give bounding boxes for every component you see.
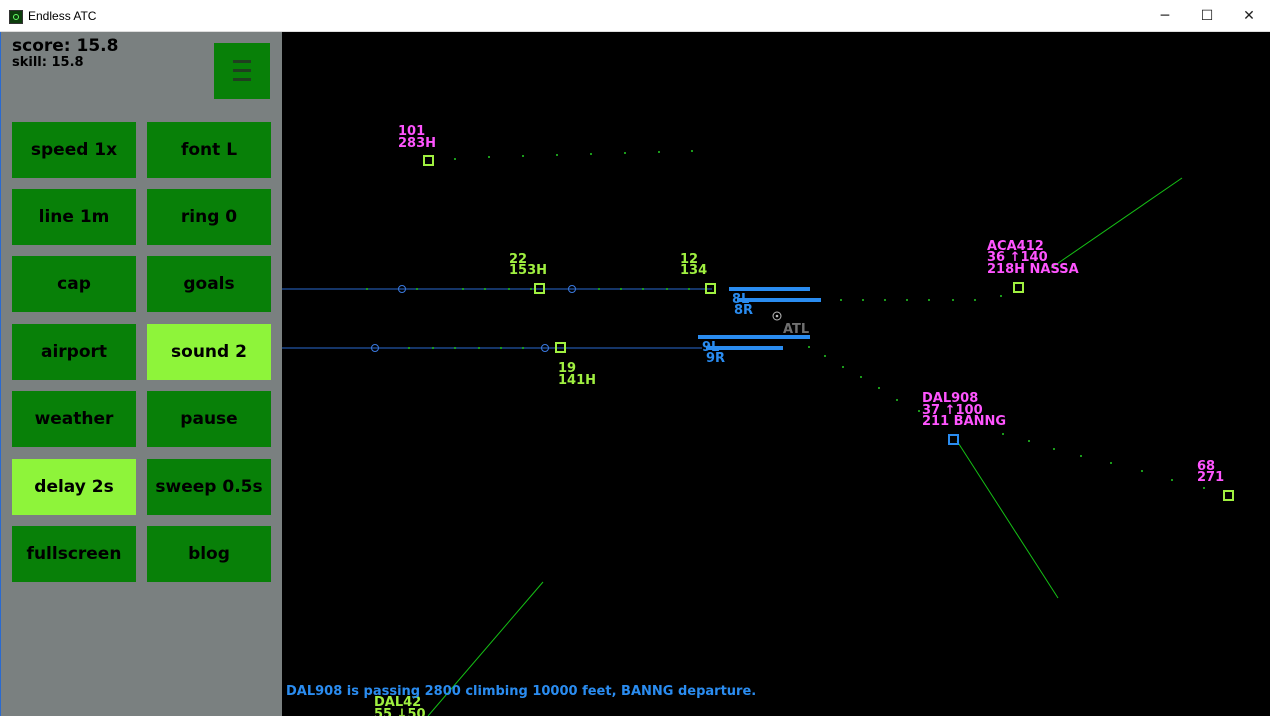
aircraft-19-target[interactable] — [555, 342, 566, 353]
dal908-heading-line — [956, 440, 1059, 599]
aircraft-12-target[interactable] — [705, 283, 716, 294]
aircraft-22-label-line2: 153H — [509, 263, 547, 278]
aircraft-101-target[interactable] — [423, 155, 434, 166]
airport-beacon-icon — [772, 311, 782, 321]
cap-button[interactable]: cap — [12, 256, 136, 312]
aircraft-101-label-line1: 101 — [398, 124, 425, 139]
airport-label: ATL — [783, 322, 809, 337]
sound-button[interactable]: sound 2 — [147, 324, 271, 380]
radar-scope[interactable]: 8L 8R 9L 9R ATL 101 283H 22 153H 12 134 … — [282, 32, 1270, 716]
speed-button[interactable]: speed 1x — [12, 122, 136, 178]
aircraft-19-label-line2: 141H — [558, 373, 596, 388]
aca412-heading-line — [1050, 177, 1183, 269]
aircraft-aca412-label-line3: 218H NASSA — [987, 262, 1079, 277]
close-button[interactable]: ✕ — [1243, 8, 1255, 24]
aircraft-22-target[interactable] — [534, 283, 545, 294]
aircraft-12-label-line2: 134 — [680, 263, 707, 278]
approach-fix-marker — [371, 344, 379, 352]
approach-fix-marker — [541, 344, 549, 352]
aircraft-dal908-label-line2: 37 ↑100 — [922, 403, 983, 418]
status-message: DAL908 is passing 2800 climbing 10000 fe… — [286, 684, 756, 699]
weather-button[interactable]: weather — [12, 391, 136, 447]
aircraft-aca412-label-line2: 36 ↑140 — [987, 250, 1048, 265]
aircraft-aca412-target[interactable] — [1013, 282, 1024, 293]
skill-display: skill: 15.8 — [12, 55, 84, 70]
aircraft-dal908-label-line1: DAL908 — [922, 391, 978, 406]
font-button[interactable]: font L — [147, 122, 271, 178]
dal42-heading-line — [427, 581, 544, 716]
aircraft-68-label-line1: 68 — [1197, 459, 1215, 474]
goals-button[interactable]: goals — [147, 256, 271, 312]
aircraft-dal908-label-line3: 211 BANNG — [922, 414, 1006, 429]
aircraft-dal42-label-line2: 55 ↓50 — [374, 707, 426, 716]
pause-button[interactable]: pause — [147, 391, 271, 447]
approach-fix-marker — [398, 285, 406, 293]
app-icon — [9, 10, 23, 24]
maximize-button[interactable]: ☐ — [1200, 8, 1214, 24]
airport-button[interactable]: airport — [12, 324, 136, 380]
runway-9r-label: 9R — [706, 351, 725, 366]
ring-button[interactable]: ring 0 — [147, 189, 271, 245]
sweep-button[interactable]: sweep 0.5s — [147, 459, 271, 515]
aircraft-aca412-label-line1: ACA412 — [987, 239, 1044, 254]
blog-button[interactable]: blog — [147, 526, 271, 582]
menu-button[interactable] — [214, 43, 270, 99]
aircraft-dal42-label-line1: DAL42 — [374, 695, 421, 710]
aircraft-101-label-line2: 283H — [398, 136, 436, 151]
aircraft-12-label-line1: 12 — [680, 252, 698, 267]
fullscreen-button[interactable]: fullscreen — [12, 526, 136, 582]
aircraft-trails — [366, 150, 1205, 489]
aircraft-68-target[interactable] — [1223, 490, 1234, 501]
window-titlebar: Endless ATC ─ ☐ ✕ — [0, 0, 1270, 32]
aircraft-19-label-line1: 19 — [558, 361, 576, 376]
minimize-button[interactable]: ─ — [1160, 8, 1170, 24]
runway-9l-label: 9L — [702, 340, 719, 355]
score-display: score: 15.8 — [12, 36, 119, 56]
runway-8r-label: 8R — [734, 303, 753, 318]
aircraft-dal908-target[interactable] — [948, 434, 959, 445]
line-button[interactable]: line 1m — [12, 189, 136, 245]
aircraft-68-label-line2: 271 — [1197, 470, 1224, 485]
aircraft-22-label-line1: 22 — [509, 252, 527, 267]
delay-button[interactable]: delay 2s — [12, 459, 136, 515]
approach-fix-marker — [568, 285, 576, 293]
runway-8l-label: 8L — [732, 292, 749, 307]
hamburger-menu-icon — [233, 60, 251, 63]
window-title: Endless ATC — [28, 9, 97, 23]
